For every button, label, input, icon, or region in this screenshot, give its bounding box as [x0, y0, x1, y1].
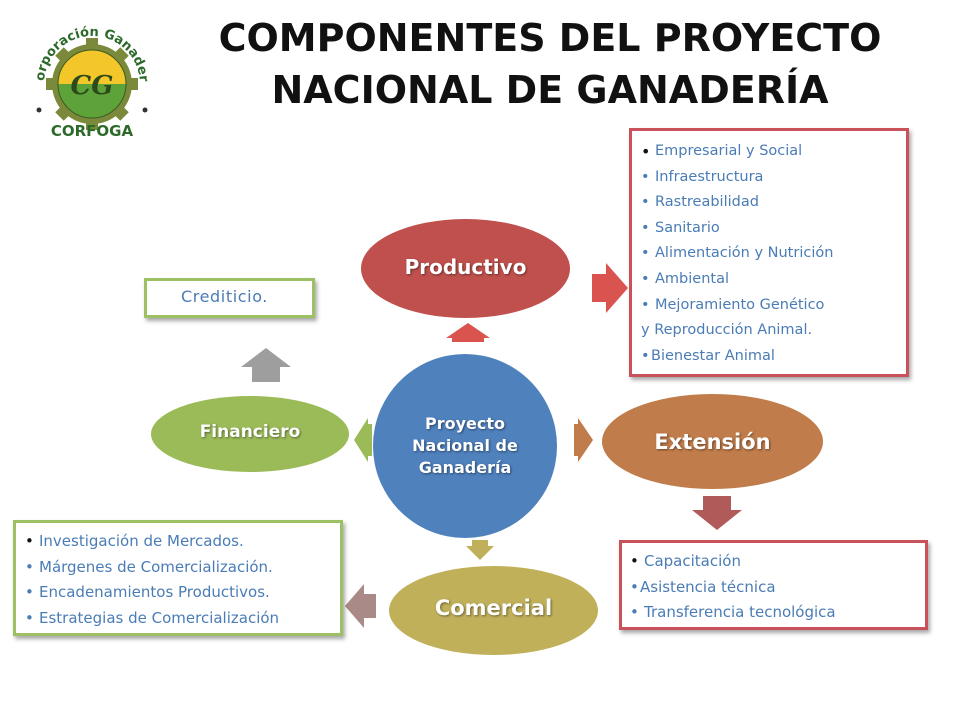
- node-comercial: Comercial: [389, 566, 598, 655]
- node-comercial-label: Comercial: [434, 596, 553, 620]
- title-line: NACIONAL DE GANADERÍA: [271, 68, 829, 112]
- list-item: Crediticio.: [181, 287, 268, 306]
- comercial-list-box: • Investigación de Mercados. • Márgenes …: [13, 520, 343, 636]
- node-extension-label: Extensión: [654, 430, 771, 454]
- list-item: • Mejoramiento Genético: [641, 296, 825, 313]
- extension-list-box: • Capacitación •Asistencia técnica • Tra…: [619, 540, 928, 630]
- list-item: • Capacitación: [630, 552, 741, 570]
- list-item: • Encadenamientos Productivos.: [25, 583, 270, 602]
- node-financiero-label: Financiero: [199, 422, 301, 442]
- node-productivo: Productivo: [361, 219, 570, 318]
- list-item: y Reproducción Animal.: [641, 322, 813, 339]
- node-productivo-label: Productivo: [404, 255, 527, 279]
- list-item: • Transferencia tecnológica: [630, 603, 836, 622]
- logo-bottom-text: CORFOGA: [51, 122, 134, 140]
- list-item: • Empresarial y Social: [641, 142, 803, 161]
- logo-monogram: CG: [71, 71, 114, 101]
- arrow-comercial-to-list: [345, 584, 376, 628]
- list-item: • Infraestructura: [641, 168, 764, 185]
- list-item: •Bienestar Animal: [641, 347, 775, 364]
- center-line: Ganadería: [418, 458, 512, 477]
- productivo-list-box: • Empresarial y Social • Infraestructura…: [629, 128, 909, 377]
- list-item: • Rastreabilidad: [641, 194, 759, 211]
- center-line: Nacional de: [412, 436, 518, 455]
- node-extension: Extensión: [602, 394, 823, 489]
- gear-icon: [46, 38, 138, 130]
- list-item: • Estrategias de Comercialización: [25, 608, 280, 627]
- list-item: •Asistencia técnica: [630, 577, 776, 596]
- list-item: • Ambiental: [641, 270, 729, 287]
- center-line: Proyecto: [424, 414, 505, 433]
- node-financiero: Financiero: [151, 396, 349, 472]
- arrow-extension-to-list: [692, 496, 742, 530]
- page-title: COMPONENTES DEL PROYECTO NACIONAL DE GAN…: [200, 12, 900, 116]
- financiero-list-box: Crediticio.: [144, 278, 315, 318]
- center-node-proyecto: Proyecto Nacional de Ganadería: [373, 354, 557, 538]
- list-item: • Alimentación y Nutrición: [641, 245, 834, 262]
- arrow-center-to-financiero: [354, 418, 372, 462]
- arrow-center-to-productivo: [446, 323, 490, 342]
- arrow-financiero-to-list: [241, 348, 291, 382]
- title-line: COMPONENTES DEL PROYECTO: [218, 16, 882, 60]
- list-item: • Márgenes de Comercialización.: [25, 557, 273, 576]
- arrow-center-to-extension: [574, 418, 593, 462]
- list-item: • Investigación de Mercados.: [25, 532, 244, 550]
- arrow-productivo-to-list: [592, 263, 628, 313]
- arrow-center-to-comercial: [466, 540, 494, 560]
- corfoga-logo: CG Corporación Ganadera CORFOGA: [17, 3, 162, 144]
- list-item: • Sanitario: [641, 219, 720, 236]
